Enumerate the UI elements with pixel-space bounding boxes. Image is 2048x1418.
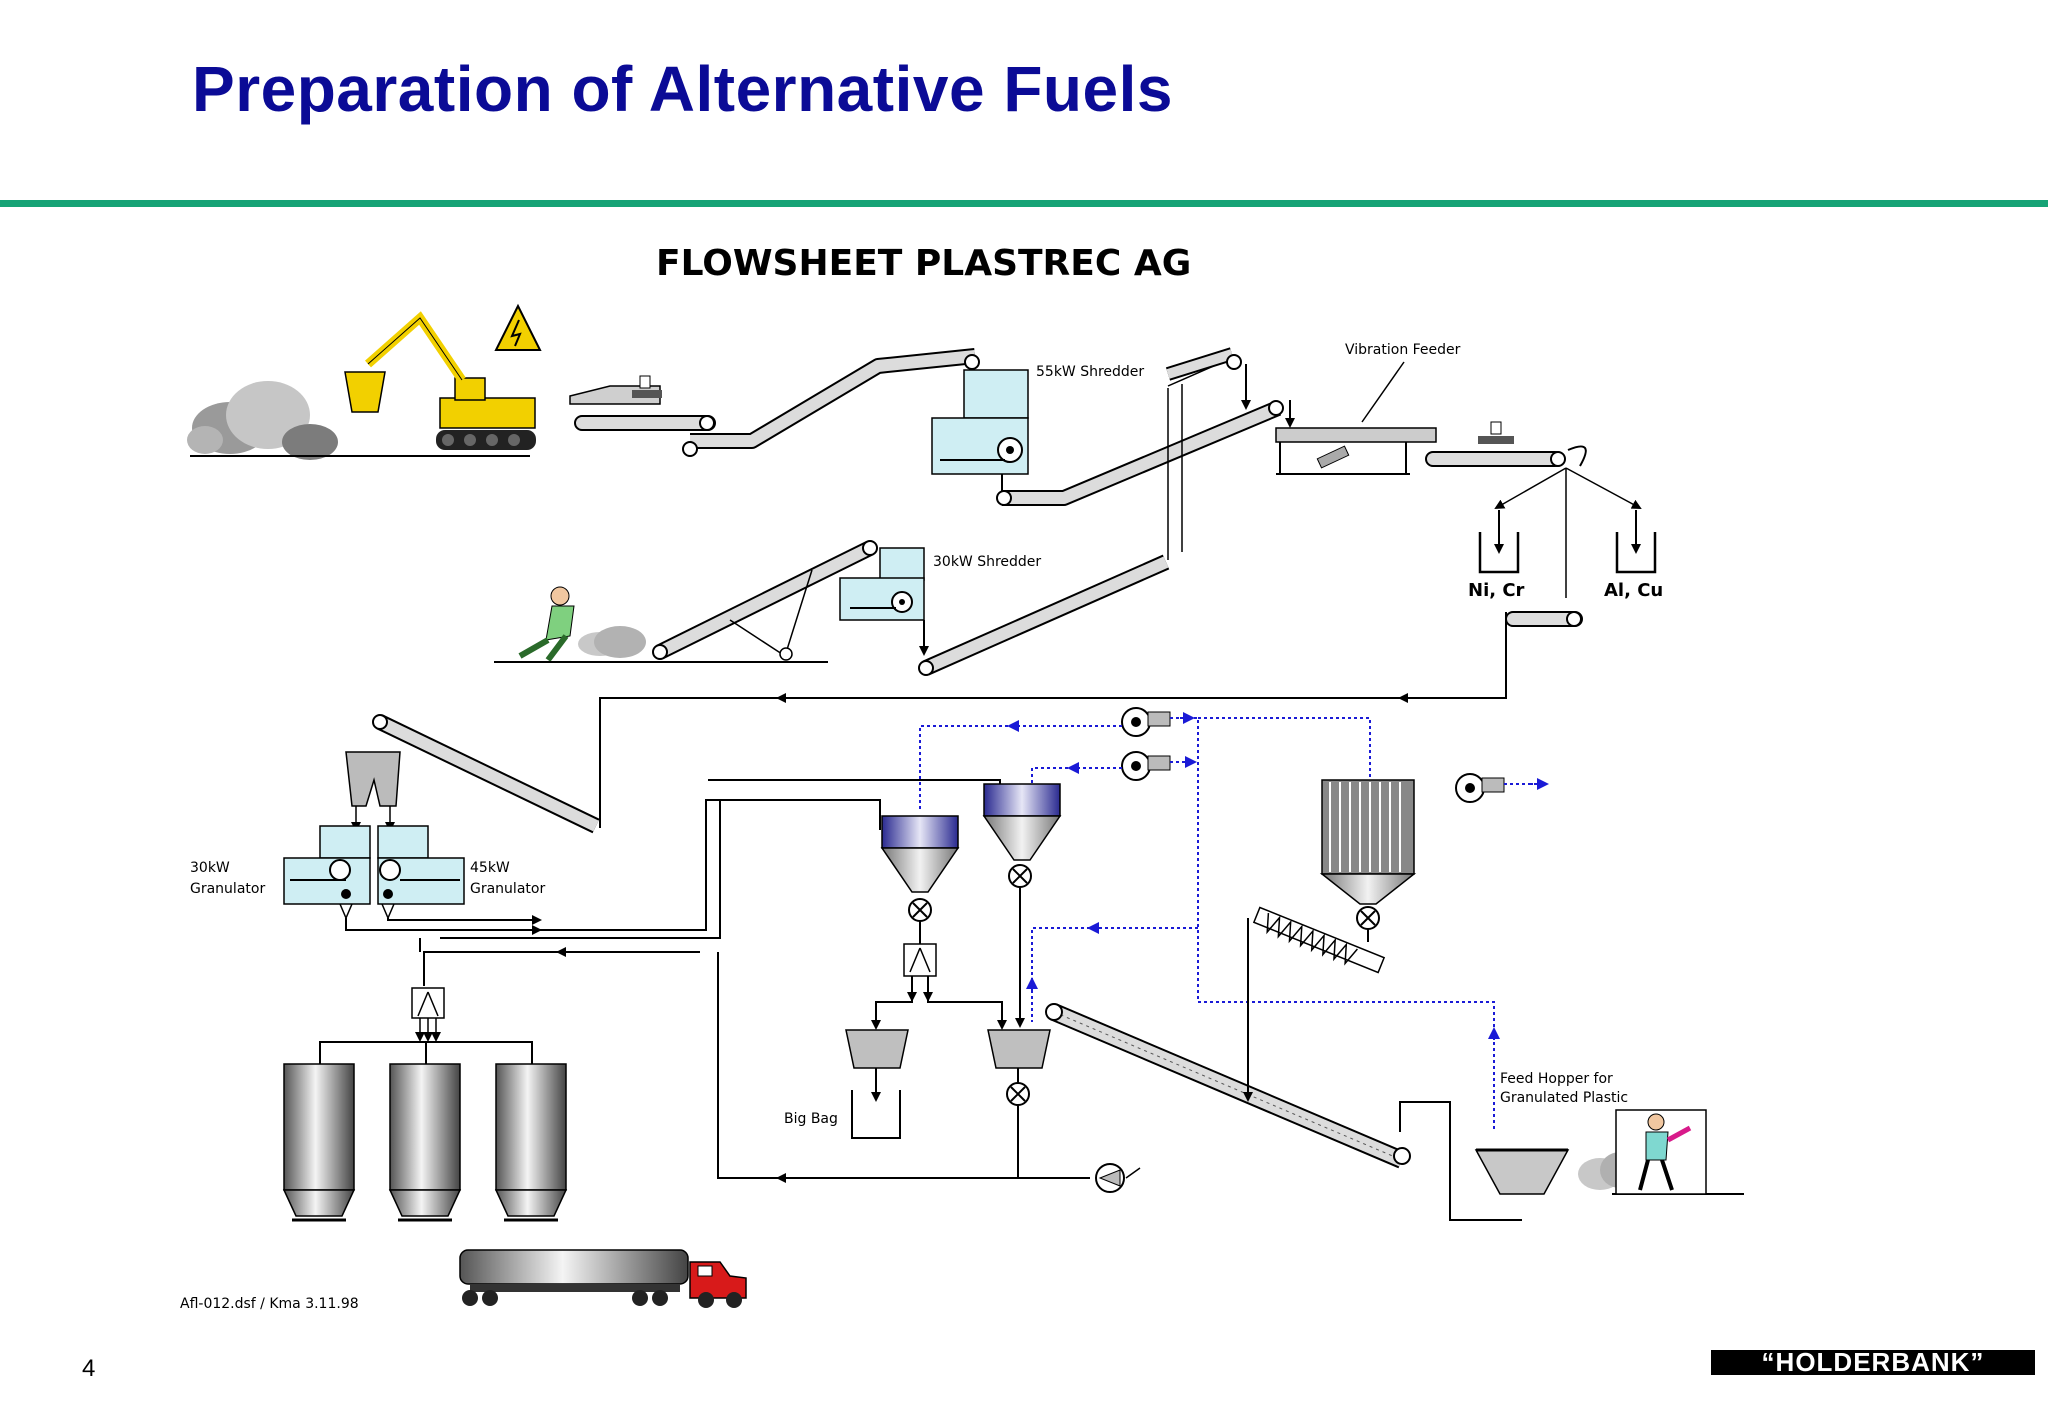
splitter-chute xyxy=(345,751,401,832)
silo-distributor xyxy=(319,987,533,1064)
pneumatic-blower xyxy=(1095,1163,1141,1193)
incline-conveyor-5 xyxy=(372,714,600,834)
vibration-feeder-label: Vibration Feeder xyxy=(1345,342,1461,358)
storage-silo xyxy=(494,1063,568,1222)
drawing-reference: Afl-012.dsf / Kma 3.11.98 xyxy=(180,1296,359,1312)
shredder-55kw-label: 55kW Shredder xyxy=(1036,364,1144,380)
incline-conveyor-3 xyxy=(652,540,878,661)
screw-conveyor xyxy=(1252,906,1386,974)
incline-conveyor-4 xyxy=(918,554,1170,676)
excavator-icon xyxy=(344,311,536,450)
feed-hopper-label-2: Granulated Plastic xyxy=(1500,1090,1628,1106)
dosing-hopper xyxy=(987,1029,1051,1178)
surge-hopper-2 xyxy=(982,783,1062,888)
high-voltage-warning-icon xyxy=(494,303,542,351)
granulator-30kw-power: 30kW xyxy=(190,860,230,876)
worker-icon xyxy=(518,586,646,662)
al-cu-label: Al, Cu xyxy=(1604,580,1663,601)
flowsheet-heading: FLOWSHEET PLASTREC AG xyxy=(656,243,1191,284)
rubble-pile xyxy=(187,381,338,460)
company-logo: “HOLDERBANK” xyxy=(1711,1349,2035,1375)
shredder-30kw-label: 30kW Shredder xyxy=(933,554,1041,570)
granulate-transport-lines xyxy=(345,779,1090,1183)
air-flow-lines xyxy=(919,712,1549,1130)
feed-conveyor xyxy=(574,415,716,431)
shredder-30kw xyxy=(839,547,925,621)
dust-filter xyxy=(1319,779,1417,942)
granulator-45kw-name: Granulator xyxy=(470,881,545,897)
transfer-conveyor xyxy=(599,611,1583,828)
big-bag-label: Big Bag xyxy=(784,1111,838,1127)
tanker-truck-icon xyxy=(459,1249,747,1308)
granulator-45kw-power: 45kW xyxy=(470,860,510,876)
storage-silo xyxy=(388,1063,462,1222)
vibration-feeder xyxy=(1275,427,1437,475)
granulator-30kw-name: Granulator xyxy=(190,881,265,897)
granulator-45kw xyxy=(377,825,465,920)
feed-hopper-label-1: Feed Hopper for xyxy=(1500,1071,1613,1087)
fan-1 xyxy=(1121,707,1171,737)
conveyor-to-vibration xyxy=(996,400,1284,506)
diverter-valve xyxy=(871,943,1007,1030)
incline-conveyor-2 xyxy=(1165,347,1251,560)
fan-2 xyxy=(1121,751,1171,781)
incline-conveyor-1 xyxy=(682,348,980,457)
big-bag-station xyxy=(845,1029,909,1139)
page-number: 4 xyxy=(82,1355,96,1382)
hopper-feed-lines xyxy=(919,887,1025,1028)
shredder-55kw xyxy=(931,369,1029,475)
magnet-separator-conveyor xyxy=(1425,421,1587,467)
bin-al-cu xyxy=(1615,510,1657,574)
worker-feeding-icon xyxy=(1615,1109,1707,1195)
belt-scale xyxy=(569,375,662,405)
granulator-30kw xyxy=(283,825,371,920)
fan-3 xyxy=(1455,773,1505,803)
incline-conveyor-6 xyxy=(1045,1003,1522,1221)
title-divider xyxy=(0,200,2048,207)
bin-ni-cr xyxy=(1478,510,1520,574)
ni-cr-label: Ni, Cr xyxy=(1468,580,1525,601)
storage-silo xyxy=(282,1063,356,1222)
surge-hopper-1 xyxy=(880,815,960,922)
slide-title: Preparation of Alternative Fuels xyxy=(192,53,1173,125)
